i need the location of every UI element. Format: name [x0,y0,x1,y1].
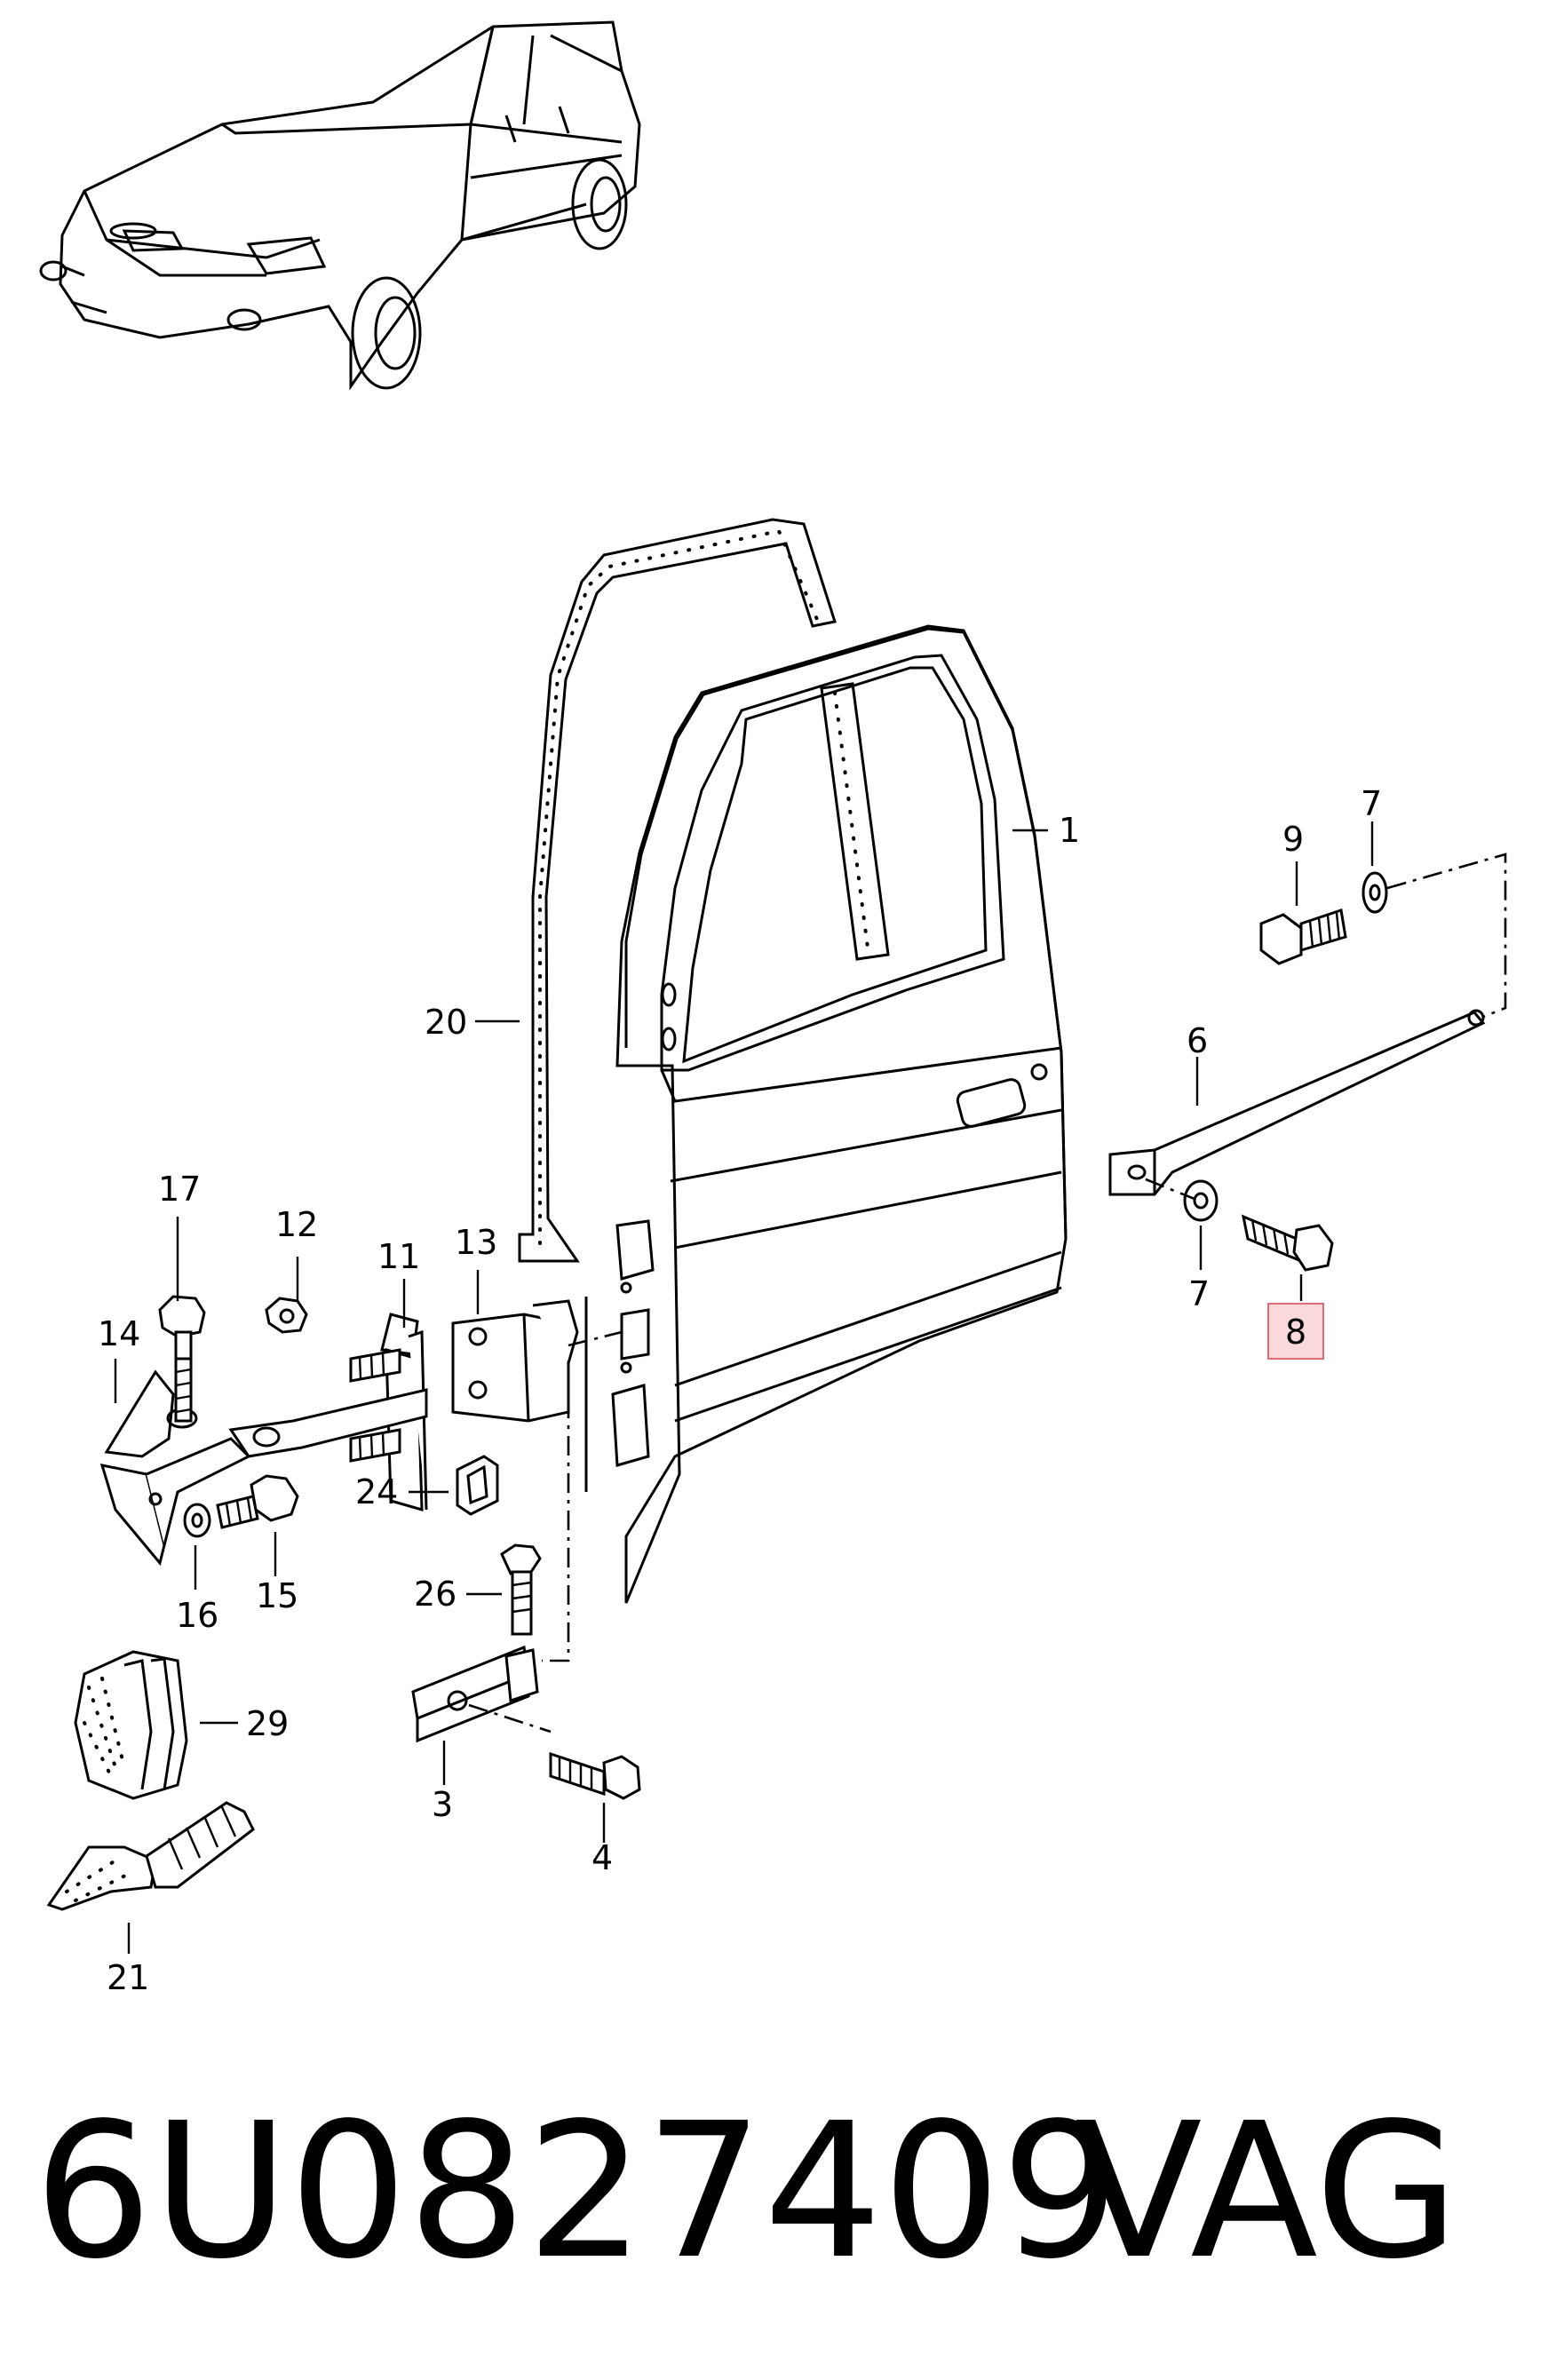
callout-15: 15 [256,1576,298,1615]
callout-7-lower: 7 [1188,1274,1210,1313]
bolt-15 [216,1474,299,1529]
callout-9: 9 [1282,820,1304,859]
bellows-grommet-29 [74,1650,188,1800]
washer-7-upper [1362,871,1388,914]
part-number: 6U0827409 [34,2082,1120,2300]
callout-16: 16 [176,1596,218,1635]
callout-12: 12 [275,1205,318,1244]
callout-1: 1 [1059,811,1080,850]
door-seal-20 [518,518,837,1263]
callout-3: 3 [432,1785,453,1824]
door-shell-1 [584,624,1068,1604]
callout-7-upper: 7 [1361,784,1382,823]
hinge-pin-26 [500,1543,542,1636]
callout-24: 24 [355,1472,398,1511]
callout-4: 4 [591,1838,613,1877]
washer-7-lower [1183,1179,1219,1222]
bolt-8 [1241,1214,1334,1272]
callout-20: 20 [425,1003,467,1042]
callout-8: 8 [1285,1313,1306,1352]
brand-label: VAG [1075,2082,1459,2300]
callout-17: 17 [158,1170,201,1209]
nut-12 [265,1297,308,1334]
hinge-plate-14 [99,1369,251,1567]
door-check-strap-6 [1108,1009,1486,1196]
lower-hinge-3 [411,1645,539,1743]
callout-14: 14 [98,1314,140,1353]
callout-13: 13 [455,1223,497,1262]
grommet-24 [456,1455,499,1516]
hinge-upper-11 [228,1313,428,1512]
bolt-4 [549,1751,641,1800]
leader-lines [114,821,1374,1954]
grommet-21 [46,1801,255,1911]
callout-6: 6 [1187,1021,1208,1060]
callout-26: 26 [414,1575,456,1614]
callout-21: 21 [107,1958,149,1997]
car-illustration [39,20,641,391]
callout-8-highlight [1267,1303,1324,1360]
callout-29: 29 [246,1704,289,1743]
bolt-9 [1259,908,1347,965]
washer-16 [183,1503,211,1538]
hinge-bracket-13 [451,1299,579,1423]
callout-11: 11 [377,1237,420,1276]
